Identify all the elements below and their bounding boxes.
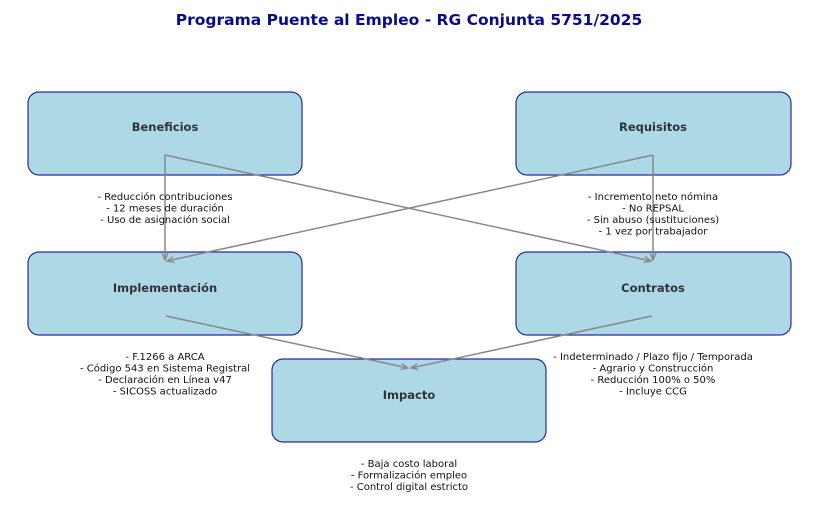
details-contratos: - Indeterminado / Plazo fijo / Temporada…	[553, 352, 753, 398]
node-beneficios: Beneficios	[27, 91, 303, 176]
detail-line: - Formalización empleo	[351, 470, 467, 482]
detail-line: - Código 543 en Sistema Registral	[80, 363, 250, 375]
detail-line: - Agrario y Construcción	[593, 363, 714, 375]
detail-line: - Declaración en Línea v47	[98, 374, 232, 386]
node-label: Implementación	[113, 281, 217, 295]
node-contratos: Contratos	[515, 251, 792, 336]
node-implementacion: Implementación	[27, 251, 303, 336]
diagram-title: Programa Puente al Empleo - RG Conjunta …	[176, 11, 643, 29]
node-requisitos: Requisitos	[515, 91, 792, 176]
detail-line: - Uso de asignación social	[100, 214, 230, 226]
edge-contratos-impacto	[411, 315, 653, 368]
details-beneficios: - Reducción contribuciones - 12 meses de…	[97, 191, 232, 226]
detail-line: - 12 meses de duración	[106, 203, 224, 215]
details-requisitos: - Incremento neto nómina - No REPSAL - S…	[587, 191, 719, 238]
node-label: Impacto	[383, 388, 436, 402]
node-impacto: Impacto	[271, 358, 547, 443]
node-label: Requisitos	[619, 120, 687, 134]
details-implementacion: - F.1266 a ARCA - Código 543 en Sistema …	[80, 352, 250, 398]
node-label: Beneficios	[132, 120, 199, 134]
detail-line: - Indeterminado / Plazo fijo / Temporada	[553, 352, 753, 363]
detail-line: - Incremento neto nómina	[588, 191, 718, 203]
detail-line: - Reducción 100% o 50%	[591, 374, 716, 386]
node-label: Contratos	[621, 281, 685, 295]
detail-line: - Reducción contribuciones	[97, 191, 232, 203]
edge-implementacion-impacto	[165, 315, 408, 368]
edge-requisitos-implementacion	[167, 154, 654, 261]
detail-line: - F.1266 a ARCA	[125, 352, 204, 363]
detail-line: - Control digital estricto	[350, 482, 468, 493]
detail-line: - 1 vez por trabajador	[599, 227, 709, 238]
detail-line: - No REPSAL	[622, 204, 684, 215]
detail-line: - Incluye CCG	[619, 387, 687, 398]
detail-line: - SICOSS actualizado	[113, 387, 217, 398]
detail-line: - Baja costo laboral	[361, 459, 457, 470]
detail-line: - Sin abuso (sustituciones)	[587, 215, 719, 226]
details-impacto: - Baja costo laboral - Formalización emp…	[350, 459, 468, 493]
